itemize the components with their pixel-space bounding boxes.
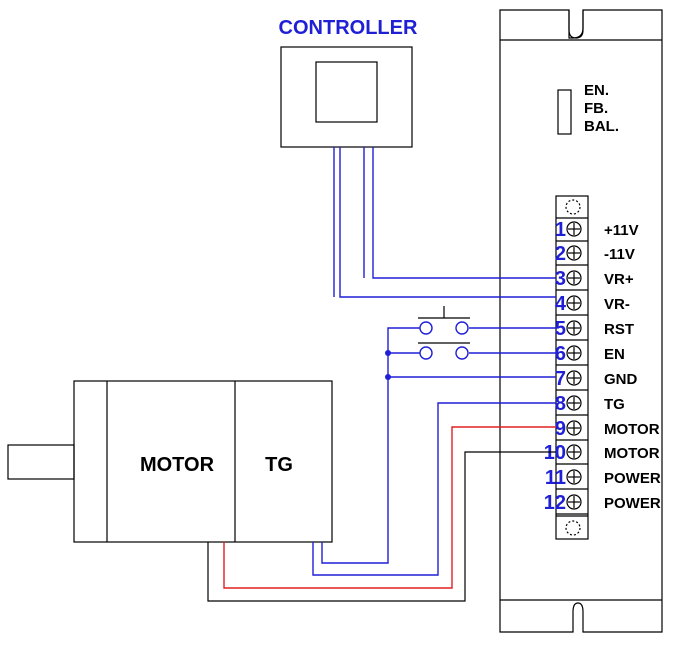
terminal-screw-icon [566, 320, 582, 336]
wire-vr-plus [372, 147, 556, 279]
motor-assembly [7, 380, 333, 543]
indicator-bal-label: BAL. [584, 118, 619, 135]
terminal-number: 2 [555, 243, 566, 265]
wire-tg [312, 402, 556, 576]
terminal-block [555, 195, 589, 540]
terminal-5: 5 RST [555, 318, 634, 341]
terminal-number: 9 [555, 418, 566, 440]
terminal-11: 11 POWER [545, 467, 661, 490]
terminal-label: MOTOR [604, 445, 660, 462]
wire-gnd-to-tg [321, 377, 389, 564]
junction-en [385, 350, 391, 356]
terminal-screw-icon [566, 444, 582, 460]
controller-screen [315, 61, 378, 123]
indicator-fb-label: FB. [584, 100, 608, 117]
terminal-screw-icon [566, 345, 582, 361]
terminal-label: -11V [604, 246, 635, 263]
terminal-screw-icon [566, 221, 582, 237]
tg-label: TG [265, 454, 293, 476]
terminal-label: TG [604, 396, 625, 413]
terminal-2: 2 -11V [555, 243, 635, 266]
controller-box [280, 46, 413, 148]
terminal-screw-icon [566, 494, 582, 510]
switch-rst [387, 306, 556, 377]
terminal-9: 9 MOTOR [555, 418, 660, 441]
terminal-screw-icon [566, 469, 582, 485]
terminal-8: 8 TG [555, 393, 625, 416]
switch-en [388, 342, 556, 360]
terminal-number: 12 [544, 492, 566, 514]
terminal-number: 7 [555, 368, 566, 390]
terminal-label: +11V [604, 222, 639, 239]
terminal-label: VR- [604, 296, 630, 313]
terminal-label: RST [604, 321, 634, 338]
controller-title: CONTROLLER [279, 17, 418, 39]
driver-unit [499, 9, 663, 633]
motor-label: MOTOR [140, 454, 215, 476]
terminal-number: 11 [545, 467, 566, 489]
wire-motor-black [207, 451, 556, 602]
terminal-label: MOTOR [604, 421, 660, 438]
terminal-screw-icon [566, 420, 582, 436]
terminal-label: POWER [604, 470, 661, 487]
terminal-screw-icon [566, 295, 582, 311]
terminal-label: GND [604, 371, 638, 388]
terminal-10: 10 MOTOR [544, 442, 660, 465]
terminal-3: 3 VR+ [555, 268, 634, 291]
terminal-screw-icon [566, 395, 582, 411]
terminal-7: 7 GND [555, 368, 638, 391]
terminal-screw-icon [566, 370, 582, 386]
terminal-label: POWER [604, 495, 661, 512]
terminal-number: 4 [555, 293, 567, 315]
terminal-label: VR+ [604, 271, 634, 288]
terminal-number: 8 [555, 393, 566, 415]
terminal-screw-icon [566, 270, 582, 286]
indicator-led-panel [557, 89, 572, 135]
terminal-screw-icon [566, 245, 582, 261]
indicator-en-label: EN. [584, 82, 609, 99]
terminal-number: 10 [544, 442, 566, 464]
terminal-12: 12 POWER [544, 492, 661, 515]
terminal-number: 1 [555, 219, 566, 241]
motor-shaft [7, 444, 75, 480]
terminal-number: 5 [555, 318, 566, 340]
terminal-4: 4 VR- [555, 293, 630, 316]
motor-body [73, 380, 333, 543]
wire-motor-red [223, 426, 556, 589]
wire-vr-minus [339, 147, 556, 298]
terminal-label: EN [604, 346, 625, 363]
terminal-number: 6 [555, 343, 566, 365]
terminal-6: 6 EN [555, 343, 625, 366]
terminal-number: 3 [555, 268, 566, 290]
terminal-1: 1 +11V [555, 219, 639, 242]
